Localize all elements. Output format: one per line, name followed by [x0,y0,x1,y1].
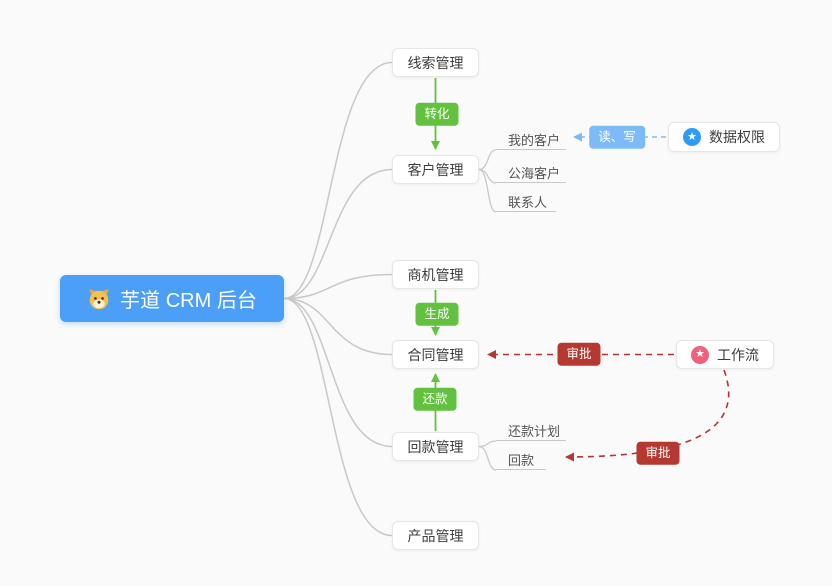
node-customer-management: 客户管理 [392,155,479,184]
branch-contract [283,297,393,356]
node-leads-label: 线索管理 [407,54,464,71]
node-data-permission: ★ 数据权限 [668,122,780,152]
branch-payment [478,445,497,471]
badge-repay: 还款 [413,387,457,411]
branch-repay-plan [478,440,497,448]
child-branch-curves [478,149,497,471]
node-leads-management: 线索管理 [392,48,479,77]
root-branch-curves [283,61,393,537]
child-public-customer: 公海客户 [496,162,566,183]
arrow-approve-payment [565,369,730,462]
badge-approve-contract: 审批 [557,342,601,366]
star-icon: ★ [683,128,701,146]
child-payment: 回款 [496,449,546,470]
dog-icon [87,287,111,311]
branch-my-customer [478,149,497,171]
badge-convert: 转化 [415,102,459,126]
badge-generate: 生成 [415,302,459,326]
node-workflow-label: 工作流 [717,346,759,363]
root-node-label: 芋道 CRM 后台 [120,290,257,312]
node-contract-label: 合同管理 [407,346,464,363]
node-customer-label: 客户管理 [407,161,464,178]
node-contract-management: 合同管理 [392,340,479,369]
badge-read-write: 读、写 [589,125,645,149]
root-node-crm-backend: 芋道 CRM 后台 [60,275,284,322]
badge-approve-payment: 审批 [636,441,680,465]
node-opportunity-label: 商机管理 [407,266,464,283]
child-repay-plan: 还款计划 [496,420,566,441]
branch-opportunity [283,273,393,300]
node-product-label: 产品管理 [407,527,464,544]
node-workflow: ★ 工作流 [676,340,774,369]
star-icon: ★ [691,345,709,364]
branch-product [283,297,393,537]
node-data-permission-label: 数据权限 [709,129,765,145]
node-receivable-management: 回款管理 [392,432,479,461]
branch-customer [283,168,393,300]
node-opportunity-management: 商机管理 [392,260,479,289]
branch-leads [283,61,393,300]
branch-receivable [283,297,393,448]
node-receivable-label: 回款管理 [407,438,464,455]
branch-contact [478,168,497,213]
child-contact: 联系人 [496,191,556,212]
node-product-management: 产品管理 [392,521,479,550]
child-my-customer: 我的客户 [496,129,566,150]
